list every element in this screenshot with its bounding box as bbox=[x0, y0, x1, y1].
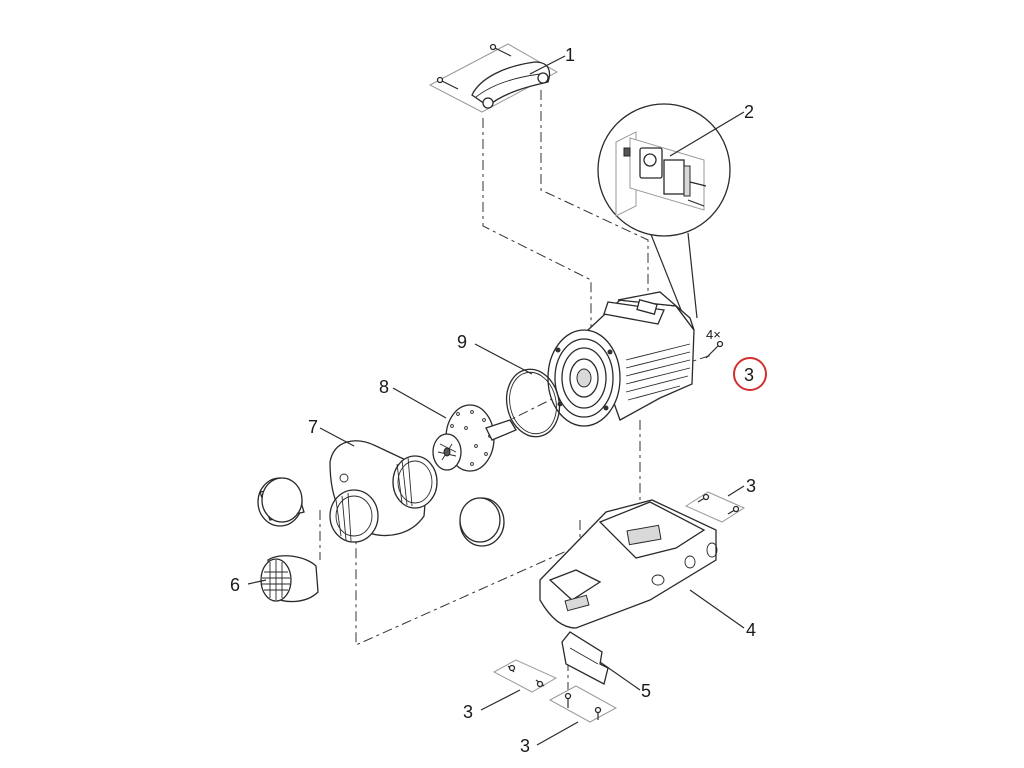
label-part-8: 8 bbox=[379, 377, 389, 397]
label-part-7: 7 bbox=[308, 417, 318, 437]
leader-lines bbox=[247, 55, 745, 746]
part-9-o-ring bbox=[505, 368, 561, 438]
highlight-circle bbox=[733, 357, 767, 391]
label-part-9: 9 bbox=[457, 332, 467, 352]
quantity-mark: 4× bbox=[706, 327, 721, 342]
label-part-3-housing: 3 bbox=[744, 365, 754, 385]
label-part-2: 2 bbox=[744, 102, 754, 122]
label-part-3-bottom-left: 3 bbox=[463, 702, 473, 722]
label-part-1: 1 bbox=[565, 45, 575, 65]
part-8-impeller bbox=[432, 404, 517, 472]
housing-screws bbox=[705, 340, 724, 359]
label-part-5: 5 bbox=[641, 681, 651, 701]
label-part-6: 6 bbox=[230, 575, 240, 595]
screw-tray-base-right bbox=[684, 491, 746, 523]
part-5-bracket bbox=[561, 631, 609, 685]
end-caps bbox=[257, 477, 505, 547]
screw-tray-bottom-left bbox=[492, 659, 558, 693]
callout-labels: 1 2 4× 3 9 8 7 6 3 4 5 3 3 bbox=[230, 45, 767, 756]
label-part-3-bottom-center: 3 bbox=[520, 736, 530, 756]
screw-tray-bottom-center bbox=[548, 685, 618, 723]
part-2-detail-callout bbox=[597, 103, 731, 321]
label-part-3-base-right: 3 bbox=[746, 476, 756, 496]
part-6-strainer bbox=[260, 555, 319, 603]
label-part-4: 4 bbox=[746, 620, 756, 640]
part-4-base bbox=[539, 499, 718, 629]
part-1-handle bbox=[428, 43, 559, 113]
motor-housing bbox=[547, 291, 695, 427]
part-7-pump-housing bbox=[329, 440, 438, 543]
